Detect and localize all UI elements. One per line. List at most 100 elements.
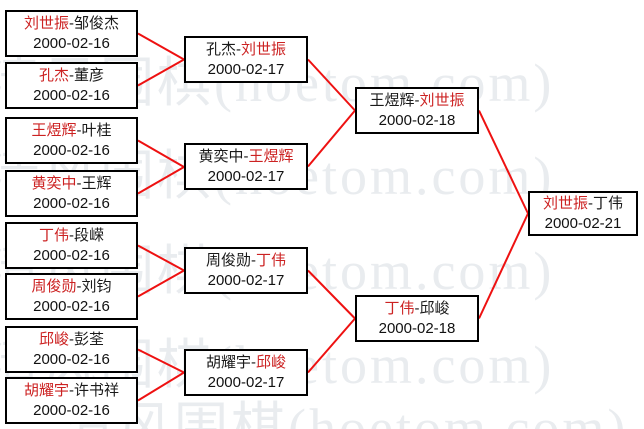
player-name: 许书祥 xyxy=(74,382,120,399)
match-date: 2000-02-17 xyxy=(207,61,285,78)
player-name: 丁伟 xyxy=(593,195,624,212)
match-players: 丁伟-段嵘 xyxy=(39,226,104,246)
match-date: 2000-02-16 xyxy=(33,402,110,419)
connector-line xyxy=(137,139,185,168)
match-date: 2000-02-16 xyxy=(33,35,110,52)
connector-line xyxy=(478,110,529,214)
player-name: 彭荃 xyxy=(74,331,105,348)
match-players: 刘世振-邹俊杰 xyxy=(24,14,119,34)
connector-line xyxy=(307,269,356,320)
winner-name: 刘世振 xyxy=(241,41,287,58)
winner-name: 丁伟 xyxy=(38,227,69,244)
connector-line xyxy=(307,317,356,374)
match-box-r1-m3: 王煜辉-叶桂 2000-02-16 xyxy=(5,117,138,164)
connector-line xyxy=(478,213,529,319)
player-name: 邱峻 xyxy=(419,300,450,317)
separator: - xyxy=(414,92,420,109)
match-date: 2000-02-16 xyxy=(33,142,110,159)
match-box-final: 刘世振-丁伟 2000-02-21 xyxy=(528,191,638,236)
match-box-r2-m4: 胡耀宇-邱峻 2000-02-17 xyxy=(184,349,308,396)
player-name: 叶桂 xyxy=(81,122,112,139)
winner-name: 邱峻 xyxy=(38,331,69,348)
match-players: 胡耀宇-邱峻 xyxy=(206,353,286,373)
match-date: 2000-02-16 xyxy=(33,351,110,368)
winner-name: 孔杰 xyxy=(38,67,69,84)
match-players: 周俊勋-刘钧 xyxy=(31,277,111,297)
player-name: 孔杰 xyxy=(205,41,236,58)
separator: - xyxy=(76,175,82,192)
connector-line xyxy=(137,269,185,298)
separator: - xyxy=(251,252,256,269)
match-box-r2-m3: 周俊勋-丁伟 2000-02-17 xyxy=(184,247,308,294)
separator: - xyxy=(76,122,82,139)
connector-line xyxy=(137,32,185,61)
match-players: 孔杰-董彦 xyxy=(39,66,104,86)
connector-line xyxy=(307,58,356,112)
match-box-r2-m2: 黄奕中-王煜辉 2000-02-17 xyxy=(184,143,308,190)
match-date: 2000-02-16 xyxy=(33,247,110,264)
winner-name: 丁伟 xyxy=(384,300,415,317)
winner-name: 刘世振 xyxy=(419,92,465,109)
match-box-r1-m4: 黄奕中-王辉 2000-02-16 xyxy=(5,170,138,217)
winner-name: 丁伟 xyxy=(256,252,287,269)
player-name: 周俊勋 xyxy=(205,252,251,269)
connector-line xyxy=(137,244,185,272)
connector-line xyxy=(307,109,356,168)
match-date: 2000-02-17 xyxy=(207,374,285,391)
match-players: 丁伟-邱峻 xyxy=(384,299,449,319)
match-players: 黄奕中-王辉 xyxy=(31,174,111,194)
match-players: 周俊勋-丁伟 xyxy=(206,251,286,271)
match-box-sf-m1: 王煜辉-刘世振 2000-02-18 xyxy=(355,87,479,134)
match-players: 黄奕中-王煜辉 xyxy=(198,147,293,167)
connector-line xyxy=(137,166,185,195)
match-date: 2000-02-17 xyxy=(207,272,285,289)
separator: - xyxy=(414,300,420,317)
separator: - xyxy=(69,67,74,84)
match-date: 2000-02-17 xyxy=(207,168,285,185)
winner-name: 刘世振 xyxy=(542,195,588,212)
separator: - xyxy=(76,278,82,295)
separator: - xyxy=(69,382,74,399)
match-date: 2000-02-18 xyxy=(378,112,456,129)
winner-name: 周俊勋 xyxy=(31,278,77,295)
winner-name: 王煜辉 xyxy=(31,122,77,139)
separator: - xyxy=(236,41,241,58)
match-players: 刘世振-丁伟 xyxy=(543,194,623,214)
match-date: 2000-02-21 xyxy=(544,215,622,232)
match-date: 2000-02-16 xyxy=(33,298,110,315)
match-players: 胡耀宇-许书祥 xyxy=(24,381,119,401)
winner-name: 王煜辉 xyxy=(248,148,294,165)
player-name: 黄奕中 xyxy=(198,148,244,165)
player-name: 段嵘 xyxy=(74,227,105,244)
player-name: 刘钧 xyxy=(81,278,112,295)
match-date: 2000-02-18 xyxy=(378,320,456,337)
match-players: 王煜辉-刘世振 xyxy=(369,91,464,111)
match-box-r1-m7: 邱峻-彭荃 2000-02-16 xyxy=(5,326,138,373)
separator: - xyxy=(69,15,74,32)
player-name: 胡耀宇 xyxy=(205,354,251,371)
match-players: 孔杰-刘世振 xyxy=(206,40,286,60)
match-box-r1-m2: 孔杰-董彦 2000-02-16 xyxy=(5,62,138,109)
match-box-r1-m6: 周俊勋-刘钧 2000-02-16 xyxy=(5,273,138,320)
connector-line xyxy=(137,371,185,402)
match-box-r1-m8: 胡耀宇-许书祥 2000-02-16 xyxy=(5,377,138,424)
player-name: 王辉 xyxy=(81,175,112,192)
separator: - xyxy=(243,148,249,165)
match-box-r2-m1: 孔杰-刘世振 2000-02-17 xyxy=(184,36,308,83)
separator: - xyxy=(588,195,593,212)
match-date: 2000-02-16 xyxy=(33,195,110,212)
match-box-sf-m2: 丁伟-邱峻 2000-02-18 xyxy=(355,295,479,342)
winner-name: 邱峻 xyxy=(256,354,287,371)
player-name: 董彦 xyxy=(74,67,105,84)
match-players: 邱峻-彭荃 xyxy=(39,330,104,350)
winner-name: 刘世振 xyxy=(23,15,69,32)
separator: - xyxy=(251,354,256,371)
winner-name: 胡耀宇 xyxy=(23,382,69,399)
player-name: 邹俊杰 xyxy=(74,15,120,32)
match-date: 2000-02-16 xyxy=(33,87,110,104)
separator: - xyxy=(69,331,74,348)
player-name: 王煜辉 xyxy=(369,92,415,109)
separator: - xyxy=(69,227,74,244)
